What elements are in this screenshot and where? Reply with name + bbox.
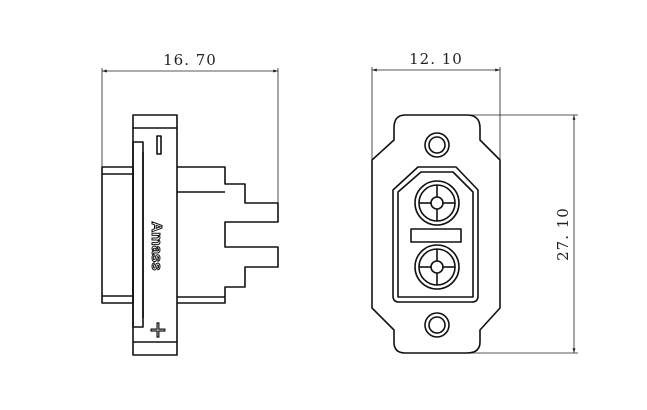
mounting-hole-bottom [424, 312, 450, 338]
pin-socket-bottom [414, 244, 460, 290]
front-view: 12. 10 27. 10 [371, 50, 578, 354]
flange-outline [371, 114, 501, 354]
front-body-with-pins [177, 166, 279, 304]
front-height-label: 27. 10 [554, 207, 572, 261]
mounting-hole-top [424, 132, 450, 158]
rear-housing [101, 166, 134, 304]
polarity-key [410, 228, 462, 243]
plus-sign-mark: + [149, 318, 167, 343]
front-height-dimension: 27. 10 [470, 114, 578, 354]
side-width-dimension: 16. 70 [101, 51, 279, 203]
front-width-label: 12. 10 [409, 50, 463, 68]
socket-window [392, 166, 479, 303]
brand-label: Amass [148, 221, 165, 270]
pin-socket-top [414, 180, 460, 226]
side-view: 16. 70 − + Amass [101, 51, 279, 356]
front-width-dimension: 12. 10 [371, 50, 501, 160]
side-width-label: 16. 70 [163, 51, 217, 69]
minus-sign-mark [156, 135, 162, 155]
